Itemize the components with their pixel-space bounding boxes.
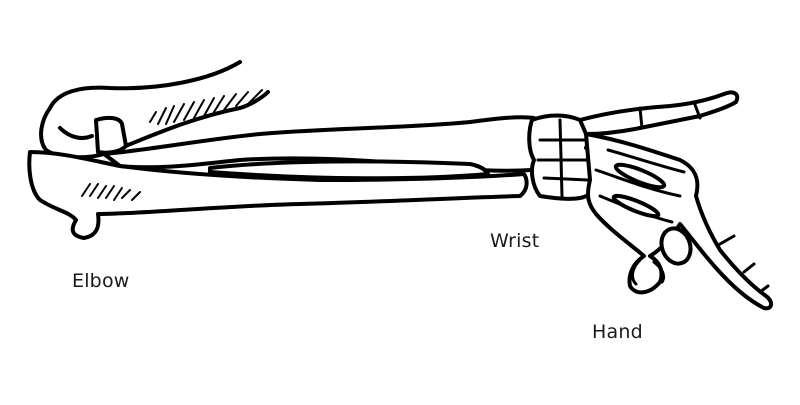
ulna-bone bbox=[29, 152, 526, 238]
elbow-joint bbox=[96, 118, 126, 153]
hand-label: Hand bbox=[592, 321, 643, 343]
elbow-label: Elbow bbox=[72, 270, 130, 292]
metacarpal-bones bbox=[586, 134, 771, 308]
wrist-label: Wrist bbox=[490, 230, 540, 252]
thumb-bones bbox=[580, 92, 737, 134]
